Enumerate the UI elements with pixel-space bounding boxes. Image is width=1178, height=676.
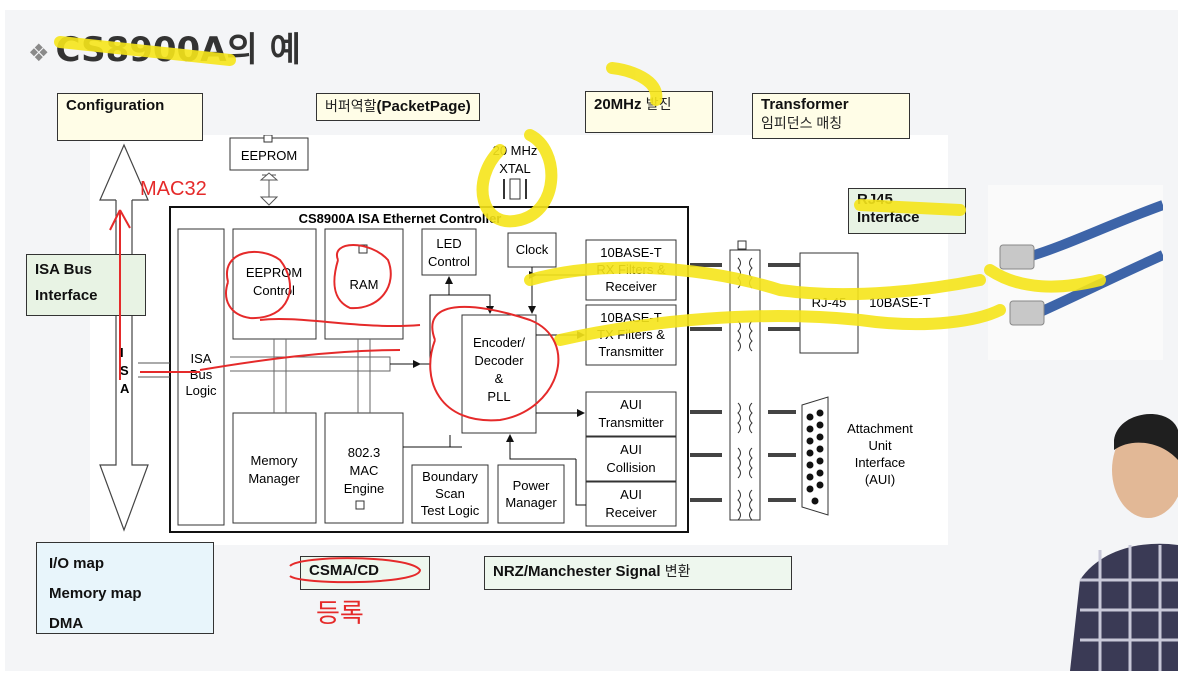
aui-label: Attachment bbox=[847, 421, 913, 436]
xtal-callout-text: 20MHz bbox=[594, 96, 642, 113]
aui-label: Interface bbox=[855, 455, 906, 470]
configuration-text: Configuration bbox=[66, 97, 165, 114]
rj45-cable-photo bbox=[988, 185, 1166, 360]
aui-transmitter-label: Transmitter bbox=[598, 415, 664, 430]
rx-label: RX Filters & bbox=[596, 262, 666, 277]
clock-label: Clock bbox=[516, 242, 549, 257]
encoder-label: PLL bbox=[487, 389, 510, 404]
nrz-korean-text: 변환 bbox=[664, 563, 691, 579]
boundary-scan-label: Boundary bbox=[422, 469, 478, 484]
encoder-label: Decoder bbox=[474, 353, 524, 368]
nrz-callout: NRZ/Manchester Signal 변환 bbox=[484, 556, 792, 590]
mac-engine-label: MAC bbox=[350, 463, 379, 478]
rx-label: 10BASE-T bbox=[600, 245, 661, 260]
slide-title: ❖CS8900A의 예 bbox=[28, 22, 301, 71]
transformer-text: Transformer bbox=[761, 96, 849, 113]
aui-collision-label: Collision bbox=[606, 460, 655, 475]
isa-letter: S bbox=[120, 363, 129, 378]
isa-bus-logic-label: Bus bbox=[190, 367, 213, 382]
aui-receiver-label: Receiver bbox=[605, 505, 657, 520]
aui-transmitter-label: AUI bbox=[620, 397, 642, 412]
presenter-video bbox=[1070, 400, 1178, 671]
transformer-sub-text: 임피던스 매칭 bbox=[761, 115, 843, 131]
csma-callout: CSMA/CD bbox=[300, 556, 430, 590]
power-manager-label: Power bbox=[513, 478, 551, 493]
isa-letter: I bbox=[120, 345, 124, 360]
configuration-callout: Configuration bbox=[57, 93, 203, 141]
boundary-scan-label: Scan bbox=[435, 486, 465, 501]
tx-label: Transmitter bbox=[598, 344, 664, 359]
ram-label: RAM bbox=[350, 277, 379, 292]
info-line: Memory map bbox=[49, 585, 142, 602]
eeprom-external-label: EEPROM bbox=[241, 148, 297, 163]
xtal-label: XTAL bbox=[499, 161, 531, 176]
buffer-role-text: 버퍼역할 bbox=[325, 98, 377, 114]
rj45-box-label: RJ-45 bbox=[812, 295, 847, 310]
csma-text: CSMA/CD bbox=[309, 562, 379, 579]
xtal-label: 20 MHz bbox=[493, 143, 538, 158]
led-control-label: Control bbox=[428, 254, 470, 269]
aui-receiver-label: AUI bbox=[620, 487, 642, 502]
aui-collision-label: AUI bbox=[620, 442, 642, 457]
cs8900a-block-diagram: I S A EEPROM CS8900A ISA Ethernet Contro… bbox=[90, 134, 948, 545]
encoder-label: & bbox=[495, 371, 504, 386]
title-text: CS8900A의 예 bbox=[55, 30, 301, 70]
xtal-korean-text: 발진 bbox=[645, 96, 672, 112]
eeprom-control-label: Control bbox=[253, 283, 295, 298]
nrz-text: NRZ/Manchester Signal bbox=[493, 563, 661, 580]
mac-engine-label: 802.3 bbox=[348, 445, 381, 460]
bullet-diamond-icon: ❖ bbox=[28, 39, 50, 67]
tx-label: 10BASE-T bbox=[600, 310, 661, 325]
eeprom-control-label: EEPROM bbox=[246, 265, 302, 280]
memory-manager-label: Memory bbox=[251, 453, 298, 468]
power-manager-label: Manager bbox=[505, 495, 557, 510]
aui-label: Unit bbox=[868, 438, 892, 453]
tenbase-label: 10BASE-T bbox=[869, 295, 930, 310]
isa-bus-arrow bbox=[99, 143, 149, 532]
packetpage-callout: 버퍼역할(PacketPage) bbox=[316, 93, 480, 121]
memory-manager-label: Manager bbox=[248, 471, 300, 486]
boundary-scan-label: Test Logic bbox=[421, 503, 480, 518]
transformer-callout: Transformer 임피던스 매칭 bbox=[752, 93, 910, 139]
eeprom-external-box bbox=[229, 137, 309, 171]
mac-engine-label: Engine bbox=[344, 481, 384, 496]
xtal-callout: 20MHz 발진 bbox=[585, 91, 713, 133]
packetpage-text: (PacketPage) bbox=[376, 98, 471, 115]
led-control-label: LED bbox=[436, 236, 461, 251]
isa-letter: A bbox=[120, 381, 130, 396]
isa-bus-logic-label: Logic bbox=[185, 383, 217, 398]
isa-bus-logic-label: ISA bbox=[191, 351, 212, 366]
info-box: I/O map Memory map DMA bbox=[36, 542, 214, 634]
controller-title: CS8900A ISA Ethernet Controller bbox=[299, 211, 502, 226]
tx-label: TX Filters & bbox=[597, 327, 665, 342]
isa-bus-callout: ISA Bus Interface bbox=[26, 254, 146, 316]
rx-label: Receiver bbox=[605, 279, 657, 294]
rj45-callout-text: RJ45 Interface bbox=[857, 191, 920, 226]
isa-bus-callout-text: ISA Bus Interface bbox=[35, 261, 98, 304]
rj45-callout: RJ45 Interface bbox=[848, 188, 966, 234]
encoder-label: Encoder/ bbox=[473, 335, 525, 350]
info-line: DMA bbox=[49, 615, 84, 632]
info-line: I/O map bbox=[49, 555, 105, 572]
aui-label: (AUI) bbox=[865, 472, 895, 487]
